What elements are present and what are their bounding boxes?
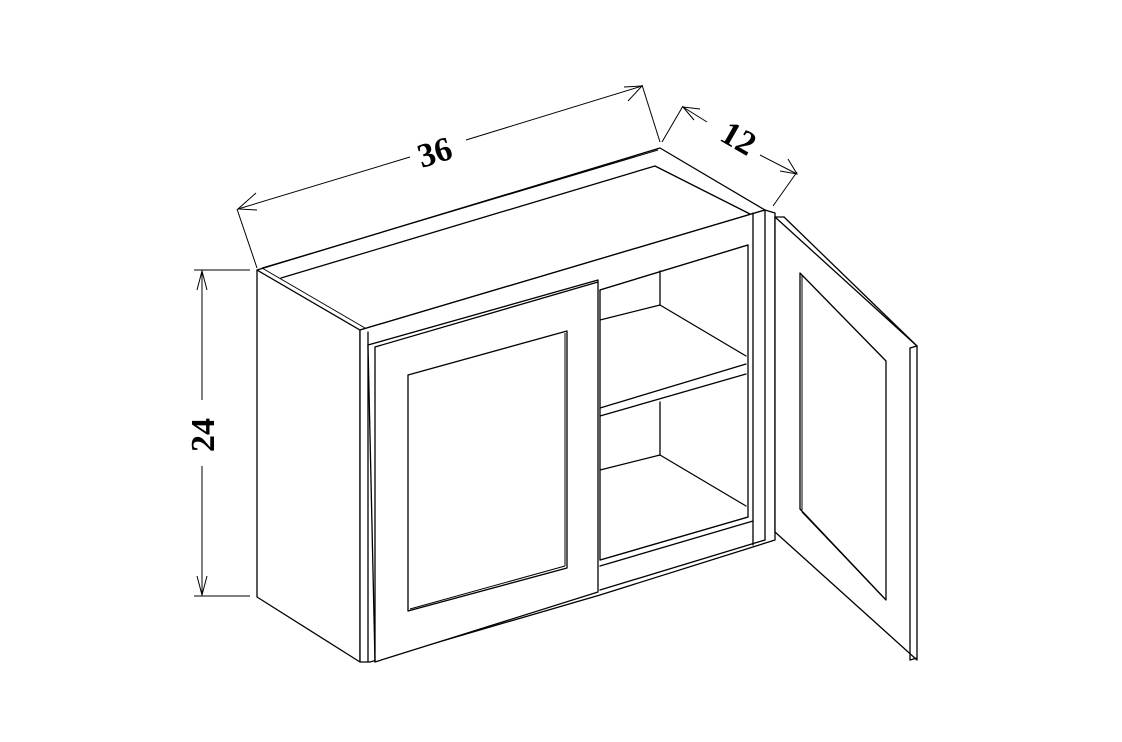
left-side-panel bbox=[256, 269, 361, 663]
extension-line-front bbox=[661, 105, 684, 143]
depth-label: 12 bbox=[714, 114, 762, 163]
right-door-panel bbox=[799, 272, 887, 601]
right-door-open bbox=[774, 216, 918, 661]
cabinet-interior bbox=[599, 244, 749, 561]
dimension-height: 24 bbox=[185, 269, 250, 597]
dimension-line-right bbox=[465, 85, 643, 141]
left-door-panel bbox=[407, 330, 568, 612]
dimension-line-front bbox=[682, 106, 708, 123]
upper-shelf bbox=[599, 304, 747, 417]
dimension-line-left bbox=[237, 156, 411, 210]
arrow-down-icon bbox=[196, 575, 208, 597]
height-label: 24 bbox=[185, 418, 222, 452]
arrow-up-icon bbox=[196, 269, 208, 291]
arrow-back-icon bbox=[779, 158, 798, 175]
arrow-right-icon bbox=[623, 85, 644, 102]
cabinet-bottom bbox=[599, 454, 747, 507]
arrow-left-icon bbox=[236, 192, 258, 211]
dimension-line-back bbox=[759, 154, 798, 175]
extension-line-right bbox=[641, 84, 661, 143]
width-label: 36 bbox=[413, 130, 456, 175]
extension-line-left bbox=[236, 208, 258, 269]
left-door-closed bbox=[367, 279, 599, 663]
arrow-front-icon bbox=[681, 106, 701, 121]
extension-line-back bbox=[772, 171, 798, 207]
